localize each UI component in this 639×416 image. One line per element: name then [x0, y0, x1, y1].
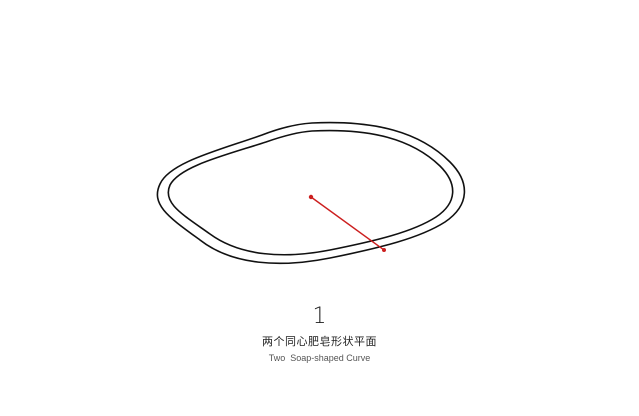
- radius-line: [310, 196, 385, 251]
- inner-soap-curve: [167, 129, 454, 256]
- figure-title-english: Two Soap-shaped Curve: [268, 353, 371, 363]
- figure-title-chinese: 两个同心肥皂形状平面: [262, 335, 377, 348]
- outer-soap-curve: [156, 121, 466, 265]
- center-point: [308, 194, 314, 200]
- figure-number: 1: [312, 304, 327, 329]
- radius-endpoint: [382, 248, 386, 252]
